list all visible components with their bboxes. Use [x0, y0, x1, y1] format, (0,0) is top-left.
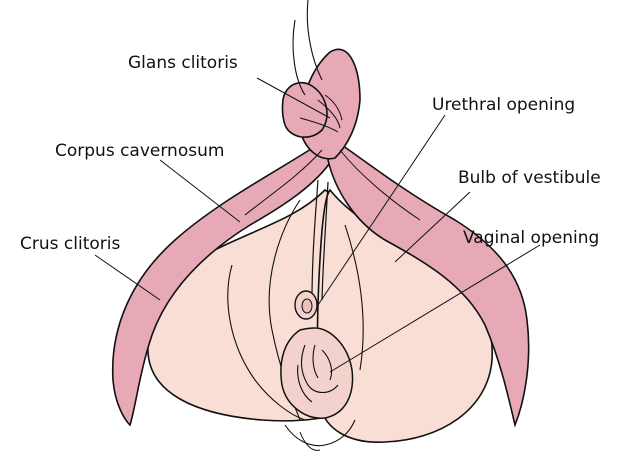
crus-inner-line [339, 149, 421, 221]
right-crus-clitoris [327, 138, 530, 428]
bulb-contour-line [227, 264, 306, 421]
vestibule-fold [299, 431, 321, 451]
prepuce-fold [292, 19, 306, 96]
left-crus-clitoris [111, 138, 333, 427]
prepuce-fold [306, 0, 323, 81]
leader-line-vaginal [329, 244, 541, 373]
crus-inner-line [244, 149, 323, 216]
vaginal-opening [280, 327, 354, 419]
vestibule-fold [284, 419, 356, 447]
label-corpus-cavernosum: Corpus cavernosum [55, 141, 225, 161]
urethra [321, 181, 329, 301]
label-glans-clitoris: Glans clitoris [128, 53, 238, 73]
label-crus-clitoris: Crus clitoris [20, 234, 121, 254]
leader-line-urethral [317, 114, 446, 306]
glans-detail [299, 94, 343, 133]
leader-line-crus [94, 254, 161, 301]
label-urethral-opening: Urethral opening [432, 95, 576, 115]
label-vaginal-opening: Vaginal opening [463, 228, 600, 248]
leader-line-bulb [394, 191, 471, 263]
label-bulb-of-vestibule: Bulb of vestibule [458, 168, 601, 188]
vaginal-opening-folds [297, 344, 339, 403]
leader-line-glans [256, 77, 331, 119]
glans-clitoris [281, 81, 328, 138]
urethral-opening-inner [301, 298, 313, 314]
leader-line-corpus [159, 159, 241, 223]
urethra [311, 179, 319, 301]
